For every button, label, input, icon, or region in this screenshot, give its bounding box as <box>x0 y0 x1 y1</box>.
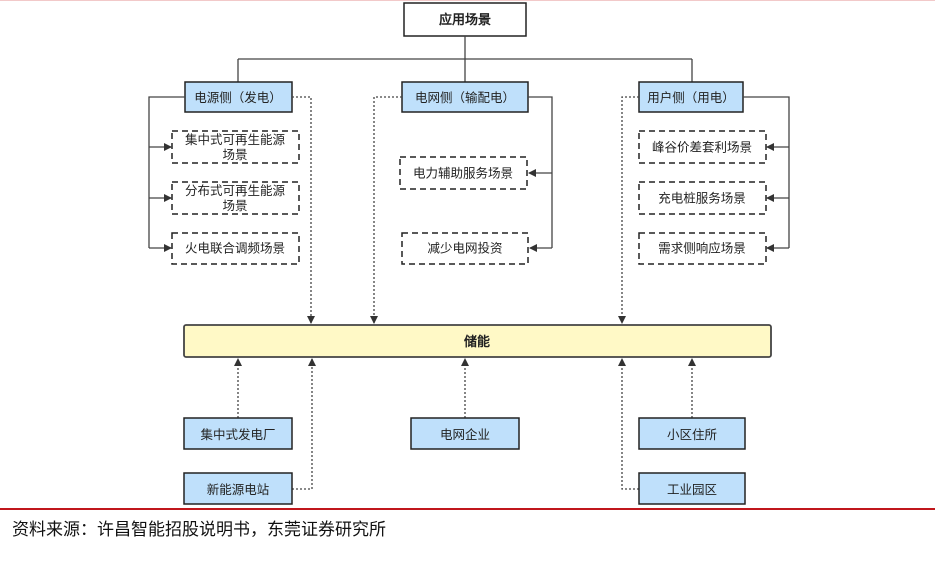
user-bracket <box>743 96 790 252</box>
participant-box <box>410 417 520 450</box>
scenario-label: 减少电网投资 <box>427 241 502 256</box>
scenario-box <box>638 130 767 164</box>
top-rule <box>0 0 935 1</box>
category-user-label: 用户侧（用电） <box>647 90 735 105</box>
participant-box <box>183 417 293 450</box>
participant-box <box>638 417 746 450</box>
scenario-label: 峰谷价差套利场景 <box>652 140 752 155</box>
category-to-hub-links <box>292 96 639 324</box>
category-gen: 电源侧（发电） <box>184 81 293 113</box>
participant-label: 小区住所 <box>667 427 717 442</box>
scenario-box <box>399 156 528 190</box>
scenario-box <box>171 232 300 265</box>
scenario-label: 集中式可再生能源场景 <box>185 132 286 162</box>
grid-bracket <box>528 96 553 252</box>
storage-application-diagram: 应用场景 电源侧（发电） 电网侧（输配电） 用户侧（用电） <box>148 2 790 505</box>
scenario-label: 火电联合调频场景 <box>185 241 285 256</box>
scenario-box <box>638 181 767 215</box>
category-user: 用户侧（用电） <box>638 81 744 113</box>
source-divider <box>0 508 935 510</box>
scenario-box <box>401 232 529 265</box>
tree-connectors <box>237 36 693 82</box>
scenario-box <box>171 181 300 215</box>
scenario-box <box>171 130 300 164</box>
root-label: 应用场景 <box>439 12 491 28</box>
scenario-label: 需求侧响应场景 <box>658 241 746 256</box>
source-note: 资料来源：许昌智能招股说明书，东莞证券研究所 <box>12 520 386 540</box>
participant-box <box>638 472 746 505</box>
scenario-label: 分布式可再生能源场景 <box>185 183 286 213</box>
gen-bracket <box>148 96 185 252</box>
hub-node: 储能 <box>183 324 772 358</box>
category-grid-label: 电网侧（输配电） <box>415 90 515 105</box>
participant-box <box>183 472 293 505</box>
scenario-label: 充电桩服务场景 <box>658 191 746 206</box>
category-gen-label: 电源侧（发电） <box>194 90 282 105</box>
category-grid: 电网侧（输配电） <box>401 81 529 113</box>
participant-label: 集中式发电厂 <box>200 427 275 442</box>
root-node: 应用场景 <box>403 2 527 37</box>
scenario-label: 电力辅助服务场景 <box>413 166 513 181</box>
participant-label: 新能源电站 <box>207 482 270 497</box>
participant-label: 工业园区 <box>667 482 717 497</box>
hub-label: 储能 <box>463 334 490 350</box>
participant-label: 电网企业 <box>440 427 490 442</box>
scenario-box <box>638 232 767 265</box>
participant-to-hub-links <box>234 358 696 490</box>
